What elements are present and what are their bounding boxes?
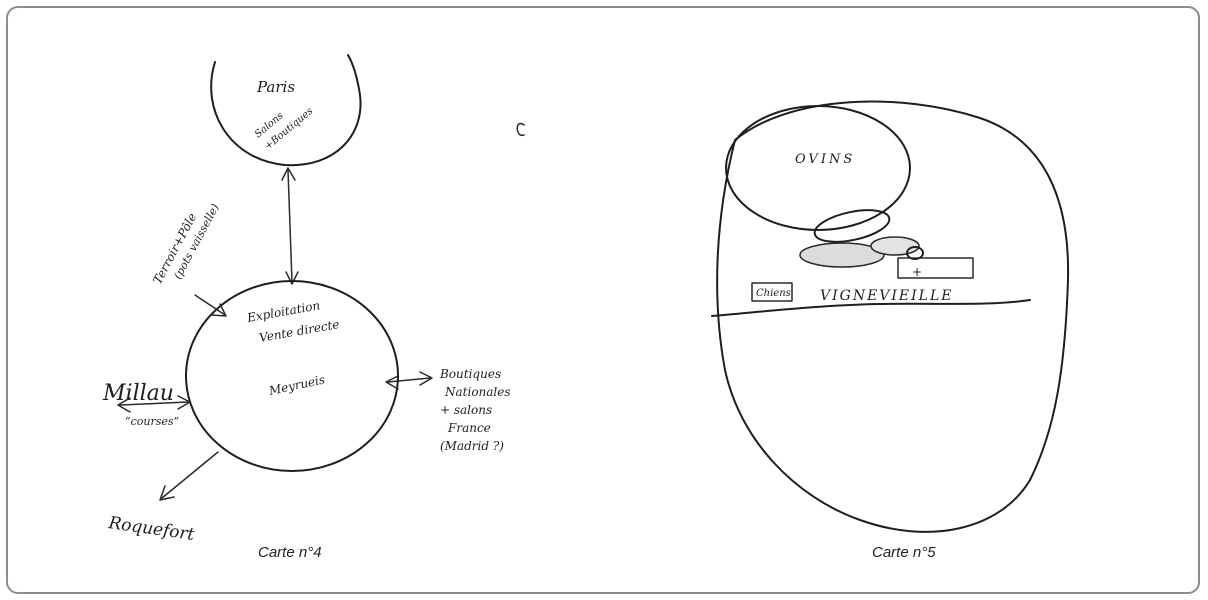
building-cross: + <box>912 265 922 279</box>
millau-label: Millau <box>102 381 174 406</box>
terroir-arrowhead <box>211 303 227 317</box>
paris-center-arrow <box>287 169 293 283</box>
boutiques-line2: Nationales <box>444 385 511 399</box>
parcel-ellipse-grey <box>799 242 885 268</box>
territory-boundary <box>716 100 1070 533</box>
parcel-ellipse-grey-2 <box>870 236 920 256</box>
paris-circle <box>210 54 362 167</box>
arrowhead-down <box>285 271 299 285</box>
village-label: VIGNEVIEILLE <box>820 288 954 304</box>
parcel-small-loop <box>906 246 924 260</box>
carte-5-caption: Carte n°5 <box>872 544 936 561</box>
millau-arrowhead-right <box>177 395 191 410</box>
boutiques-line1: Boutiques <box>439 367 501 381</box>
millau-arrowhead-left <box>117 397 131 413</box>
terroir-arrow <box>194 294 226 316</box>
roquefort-arrowhead <box>159 485 175 501</box>
millau-arrow <box>119 401 189 406</box>
building-rect <box>897 257 974 279</box>
chiens-label: Chiens <box>756 288 791 299</box>
boutiques-line3: + salons <box>440 403 492 417</box>
boutiques-line5: (Madrid ?) <box>440 439 504 453</box>
ovins-area <box>725 105 911 231</box>
roquefort-arrow <box>161 451 219 499</box>
boutiques-arrow <box>387 377 431 383</box>
boutiques-arrowhead-right <box>419 371 433 386</box>
ovins-label: OVINS <box>795 152 855 167</box>
courses-label: “courses” <box>125 415 179 428</box>
chiens-box <box>751 282 793 302</box>
parcel-ellipse-1 <box>813 209 891 243</box>
figure-frame <box>6 6 1200 594</box>
boutiques-arrowhead-left <box>385 375 399 390</box>
paris-label: Paris <box>256 78 295 96</box>
boutiques-line4: France <box>447 421 491 435</box>
carte-4-caption: Carte n°4 <box>258 544 322 561</box>
road-line <box>711 299 1031 317</box>
stray-mark <box>516 122 525 136</box>
arrowhead-up <box>281 167 296 181</box>
